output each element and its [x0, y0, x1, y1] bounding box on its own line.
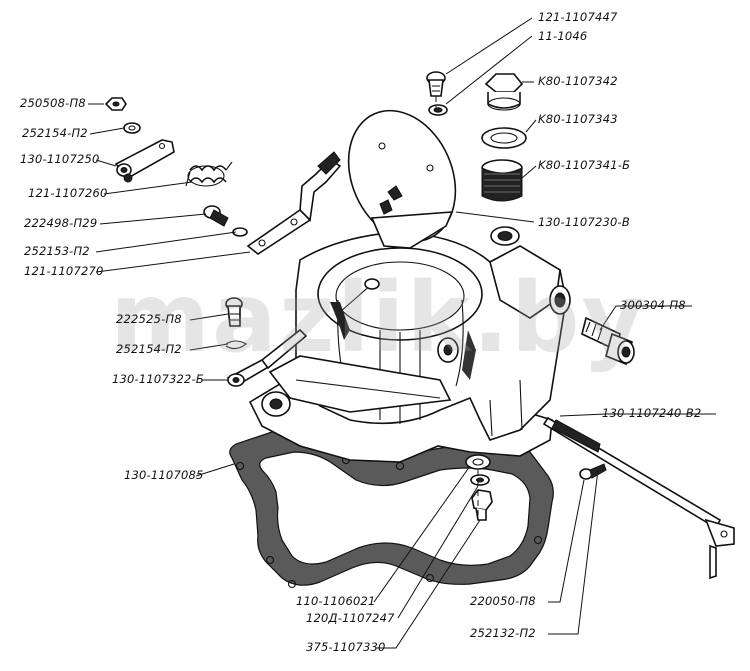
label-130-1107230-V: 130-1107230-В: [538, 215, 630, 229]
nut-250508-P8: [104, 97, 127, 111]
fitting-300304-P8: [581, 316, 635, 366]
label-110-1106021: 110-1106021: [296, 594, 376, 608]
label-375-1107330: 375-1107330: [306, 640, 386, 654]
label-222525-P8: 222525-П8: [116, 312, 182, 326]
label-K80-1107341-B: K80-1107341-Б: [538, 158, 631, 172]
air-valve-cover-plate: [347, 109, 457, 249]
carburetor-body-130-1107230-V: [248, 226, 571, 463]
washer-11-1046: [428, 104, 448, 116]
screw-222525-P8: [225, 297, 243, 327]
spring-121-1107260: [185, 161, 233, 187]
label-222498-P29: 222498-П29: [24, 216, 98, 230]
lever-130-1107322-B: [226, 328, 308, 388]
lever-130-1107250: [114, 139, 175, 183]
label-252132-P2: 252132-П2: [470, 626, 536, 640]
label-K80-1107342: K80-1107342: [538, 74, 618, 88]
label-121-1107260: 121-1107260: [28, 186, 108, 200]
filter-K80-1107341-B: [481, 159, 523, 202]
washer-110-1106021: [465, 454, 491, 470]
label-252153-P2: 252153-П2: [24, 244, 90, 258]
label-130-1107322-B: 130-1107322-Б: [112, 372, 204, 386]
label-11-1046: 11-1046: [538, 29, 588, 43]
label-130-1107240-V2: 130-1107240-В2: [602, 406, 702, 420]
label-252154-P2-top: 252154-П2: [22, 126, 88, 140]
label-220050-P8: 220050-П8: [470, 594, 536, 608]
plug-K80-1107342: [484, 73, 524, 111]
label-252154-P2-mid: 252154-П2: [116, 342, 182, 356]
label-121-1107270: 121-1107270: [24, 264, 104, 278]
label-130-1107250: 130-1107250: [20, 152, 100, 166]
gasket-K80-1107343: [481, 127, 527, 149]
shaft-130-1107240-V2: [542, 416, 735, 580]
gasket-120D-1107247: [470, 474, 490, 486]
screw-121-1107447: [426, 71, 446, 97]
label-121-1107447: 121-1107447: [538, 10, 618, 24]
washer-252154-P2: [123, 122, 141, 134]
bracket-121-1107270: [246, 151, 342, 255]
label-250508-P8: 250508-П8: [20, 96, 86, 110]
label-130-1107085: 130-1107085: [124, 468, 204, 482]
label-300304-P8: 300304-П8: [620, 298, 686, 312]
label-120D-1107247: 120Д-1107247: [306, 611, 395, 625]
leader-lines: [88, 17, 716, 649]
washer-252154-P2-mid: [225, 340, 247, 350]
label-K80-1107343: K80-1107343: [538, 112, 618, 126]
screw-220050-P8: [579, 463, 607, 480]
screw-222498-P29: [203, 205, 229, 227]
